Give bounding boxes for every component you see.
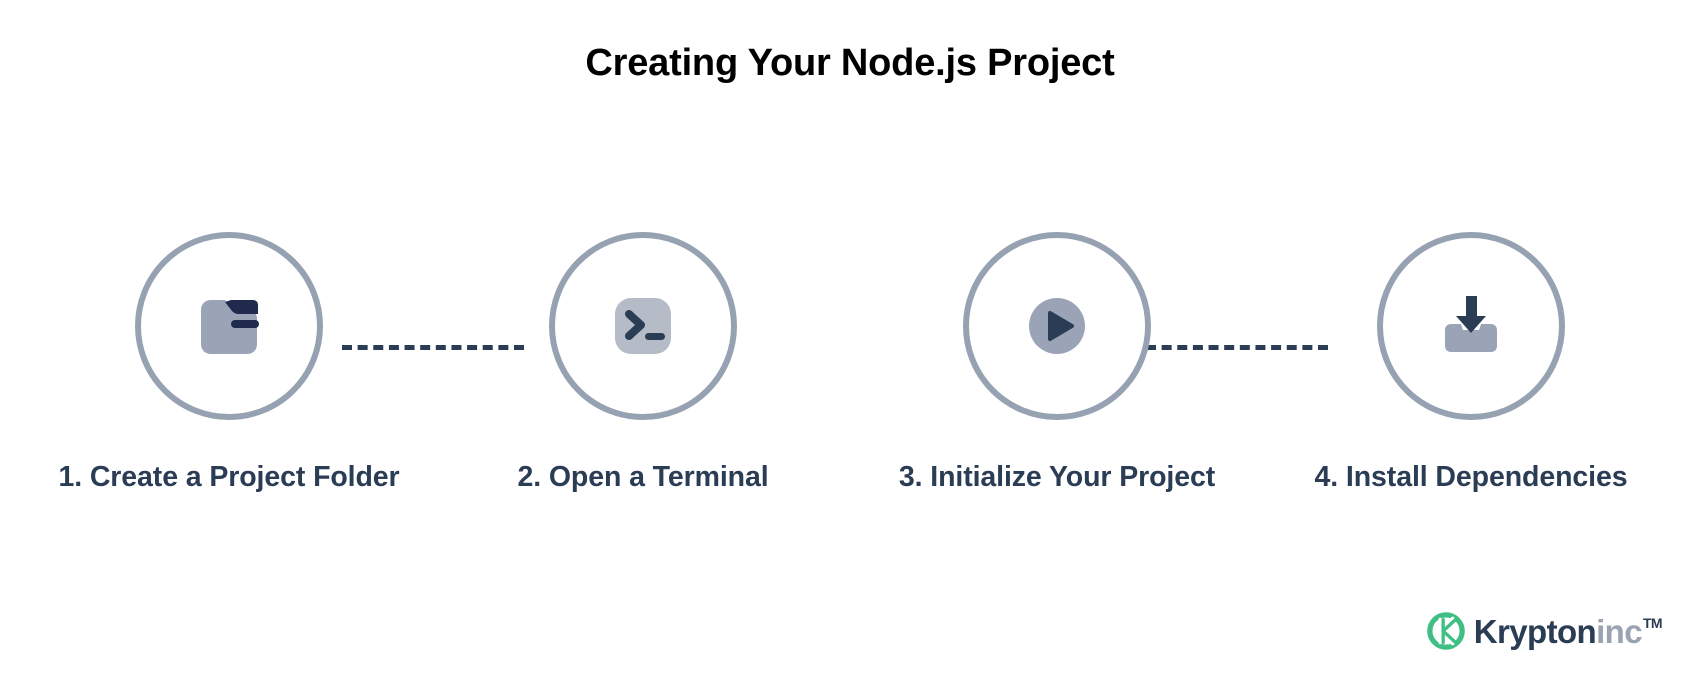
step-item-1: 1. Create a Project Folder xyxy=(22,232,524,494)
play-circle-icon xyxy=(1029,298,1085,354)
step-circle-3 xyxy=(963,232,1151,420)
step-label-4: 4. Install Dependencies xyxy=(1314,461,1628,493)
step-item-3: 3. Initialize Your Project xyxy=(850,232,1264,494)
logo-brand-primary: Krypton xyxy=(1473,612,1597,650)
step-circle-2 xyxy=(549,232,737,420)
download-tray-icon xyxy=(1445,296,1497,352)
steps-row: 1. Create a Project Folder 2. Open a Ter… xyxy=(22,232,1678,494)
step-circle-1 xyxy=(135,232,323,420)
connector-1 xyxy=(342,345,524,350)
step-item-2: 2. Open a Terminal xyxy=(436,232,1328,494)
step-label-3: 3. Initialize Your Project xyxy=(898,461,1216,493)
krypton-k-circle-logo-icon xyxy=(1427,612,1465,650)
step-label-2: 2. Open a Terminal xyxy=(517,461,769,493)
step-label-1: 1. Create a Project Folder xyxy=(58,461,400,493)
logo-brand-secondary: inc xyxy=(1596,612,1642,650)
page-title: Creating Your Node.js Project xyxy=(585,42,1115,84)
step-item-4: 4. Install Dependencies xyxy=(1264,232,1678,494)
step-circle-4 xyxy=(1377,232,1565,420)
logo-trademark: TM xyxy=(1642,614,1663,631)
folder-icon xyxy=(201,300,259,354)
connector-2 xyxy=(1146,345,1328,350)
terminal-icon xyxy=(615,298,671,354)
